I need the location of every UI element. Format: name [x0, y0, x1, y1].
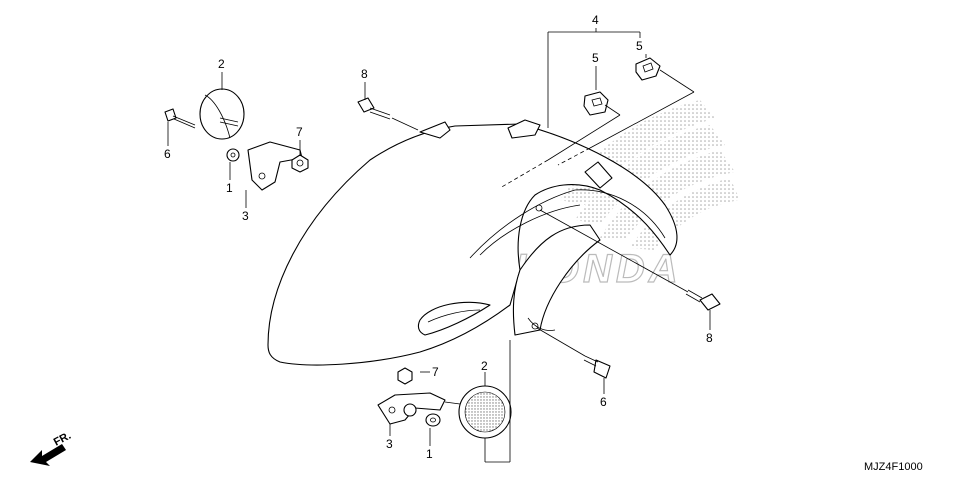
part-label-5-right: 5	[636, 39, 643, 53]
part-label-6-right: 6	[600, 395, 607, 409]
front-direction-indicator: FR.	[30, 430, 73, 466]
part-label-7-top: 7	[296, 125, 303, 139]
part-label-5-left: 5	[592, 51, 599, 65]
leader-lines	[167, 28, 711, 463]
part-label-6-top: 6	[164, 147, 171, 161]
part-label-3-bottom: 3	[386, 437, 393, 451]
part-label-4: 4	[592, 13, 599, 27]
bolt-8-top	[357, 97, 391, 120]
part-label-8-right: 8	[706, 331, 713, 345]
front-fender	[267, 119, 678, 366]
bolt-8-right	[685, 289, 721, 311]
part-label-1-bottom: 1	[426, 447, 433, 461]
part-label-2-bottom: 2	[481, 359, 488, 373]
part-labels: 2 6 7 1 3 8 4 5 5 8 6 2 7 3 1	[164, 13, 713, 461]
part-label-8-top: 8	[361, 67, 368, 81]
bolt-6-top	[164, 108, 196, 129]
part-label-7-bottom: 7	[432, 365, 439, 379]
front-arrow-icon	[30, 444, 66, 466]
part-label-2-top: 2	[218, 57, 225, 71]
clip-5-left	[583, 91, 609, 116]
part-label-3-top: 3	[242, 209, 249, 223]
reflector-assembly-top	[164, 88, 309, 191]
front-direction-label: FR.	[52, 430, 73, 449]
reflector-assembly-bottom	[377, 367, 512, 439]
bolt-6-right	[583, 355, 611, 379]
clip-5-right	[635, 57, 661, 81]
diagram-code: MJZ4F1000	[864, 461, 923, 473]
part-label-1-top: 1	[226, 181, 233, 195]
